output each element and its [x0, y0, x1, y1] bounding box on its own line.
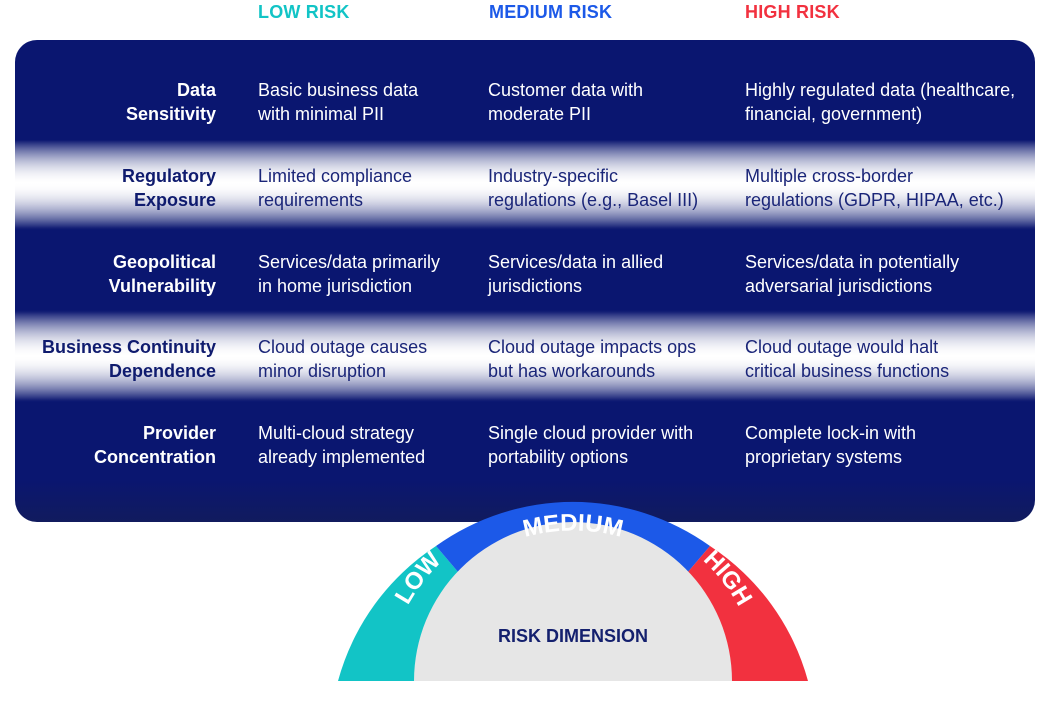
- cell-high: Highly regulated data (healthcare,financ…: [745, 80, 1016, 124]
- risk-gauge: LOW MEDIUM HIGH: [338, 501, 808, 681]
- gauge-segment-low: [338, 546, 481, 681]
- row-divider-glow: [15, 140, 1035, 230]
- column-header-medium: MEDIUM RISK: [489, 2, 613, 22]
- gauge-segment-high: [665, 546, 808, 681]
- column-header-low: LOW RISK: [258, 2, 350, 22]
- row-divider-glow: [15, 312, 1035, 402]
- gauge-center: [414, 522, 732, 681]
- column-header-high: HIGH RISK: [745, 2, 840, 22]
- risk-dimension-label: RISK DIMENSION: [497, 626, 648, 646]
